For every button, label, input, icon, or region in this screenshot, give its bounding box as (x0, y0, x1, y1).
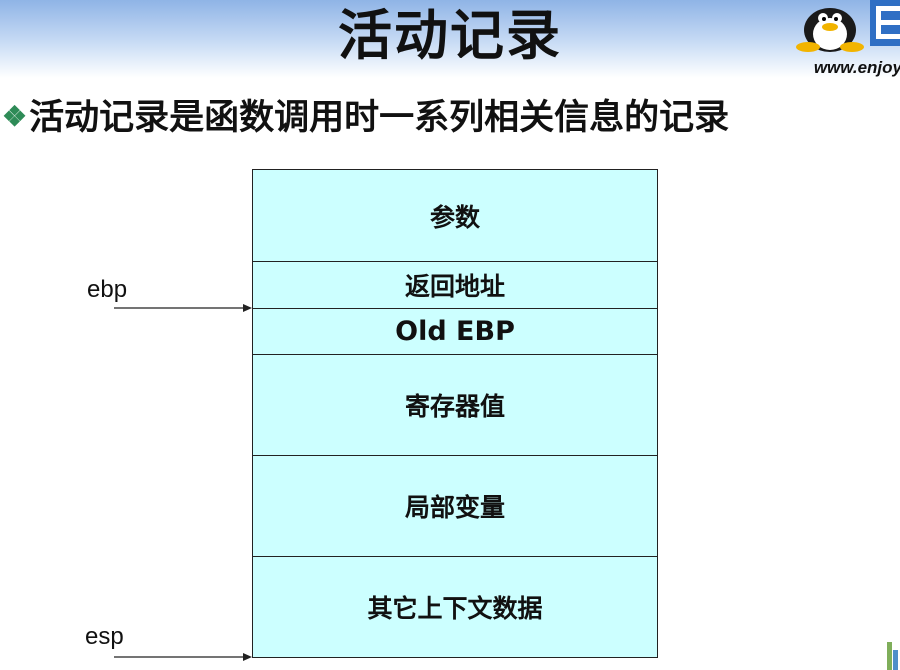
esp-pointer-label: esp (85, 623, 124, 650)
ebp-arrowhead-icon (243, 304, 252, 312)
stack-cell-local-variables: 局部变量 (253, 456, 657, 557)
stack-cell-register-values: 寄存器值 (253, 355, 657, 456)
bullet-line: ❖活动记录是函数调用时一系列相关信息的记录 (2, 94, 900, 141)
penguin-mascot-icon (796, 8, 864, 52)
esp-arrowhead-icon (243, 653, 252, 661)
site-url: www.enjoy (813, 58, 900, 77)
header-band (0, 0, 900, 78)
bullet-text: 活动记录是函数调用时一系列相关信息的记录 (29, 97, 730, 138)
stack-cell-old-ebp: Old EBP (253, 309, 657, 355)
slide-title: 活动记录 (338, 3, 562, 67)
stack-cell-other-context-data: 其它上下文数据 (367, 594, 543, 623)
stack-cell-return-address: 返回地址 (253, 262, 657, 309)
diamond-bullet-icon: ❖ (2, 100, 28, 133)
ebp-pointer-label: ebp (87, 276, 128, 303)
corner-decoration-icon (887, 642, 898, 670)
stack-cell-parameters: 参数 (253, 170, 657, 262)
activation-record-stack: 参数 返回地址 Old EBP 寄存器值 局部变量 其它上下文数据 (252, 169, 658, 658)
logo-mark-icon (870, 0, 900, 46)
